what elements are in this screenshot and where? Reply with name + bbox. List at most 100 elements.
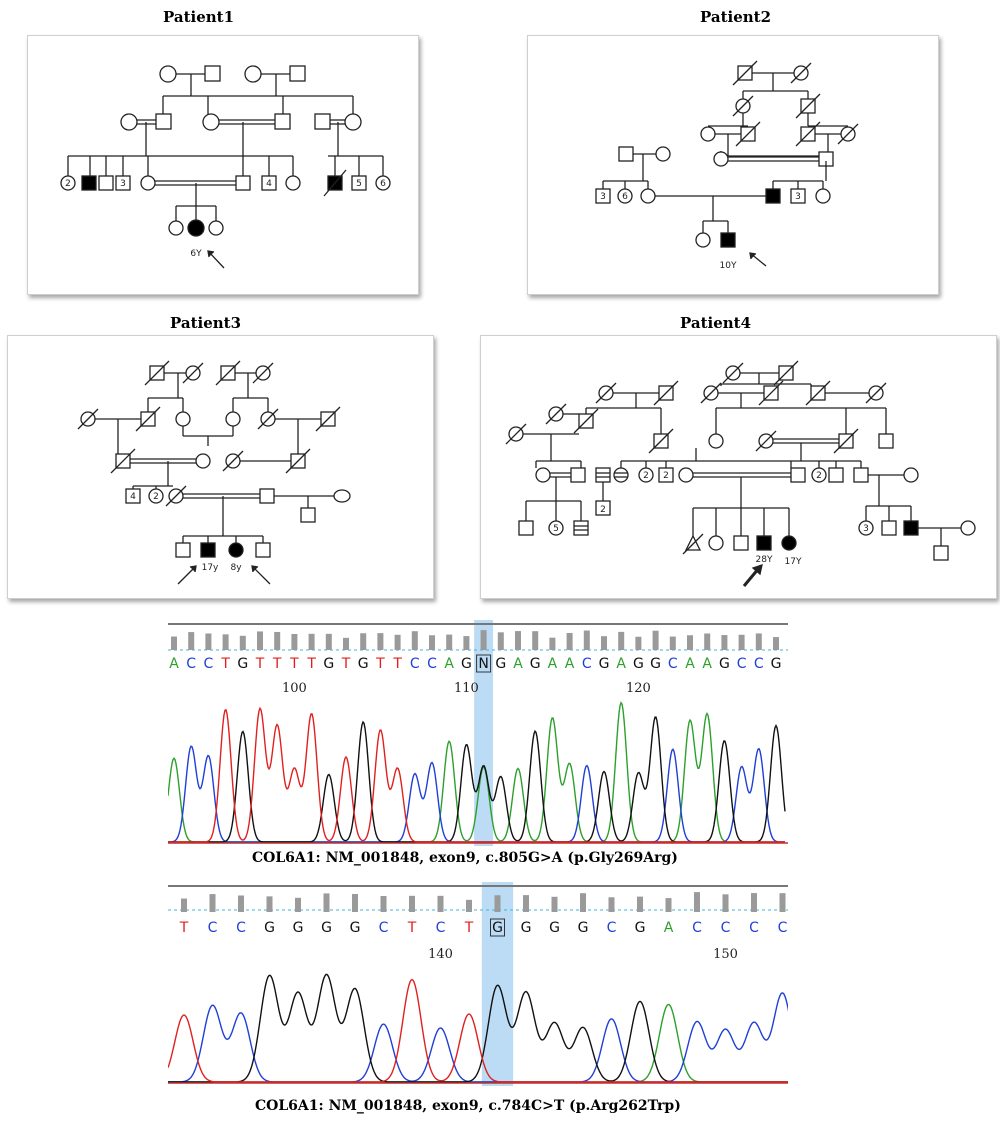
chromatogram-1-quality-bar — [274, 631, 281, 650]
svg-text:2: 2 — [663, 471, 669, 481]
chromatogram-1-base-call: G — [771, 656, 782, 672]
chromatogram-2-quality-bar — [352, 893, 358, 912]
chromatogram-1-quality-bar — [601, 636, 607, 650]
chromatogram-1-base-call: C — [737, 656, 747, 672]
chromatogram-1-base-call: A — [548, 656, 558, 672]
chromatogram-1-position-label: 100 — [282, 681, 307, 696]
chromatogram-2-quality-bar — [722, 894, 729, 912]
patient4-age-label-2: 17Y — [785, 557, 802, 567]
chromatogram-2-base-call: G — [549, 920, 560, 936]
patient4-title: Patient4 — [680, 314, 752, 332]
chromatogram-1-quality-bar — [463, 636, 470, 650]
chromatogram-2-base-call: C — [436, 920, 446, 936]
chromatogram-1-base-call: A — [169, 656, 179, 672]
chromatogram-1-base-call: T — [392, 656, 402, 672]
chromatogram-1-quality-bar — [652, 630, 659, 650]
chromatogram-2-base-call: C — [379, 920, 389, 936]
chromatogram-2-base-call: A — [664, 920, 674, 936]
chromatogram-2-quality-bar — [608, 897, 615, 912]
chromatogram-2-base-call: G — [350, 920, 361, 936]
chromatogram-1-position-label: 120 — [626, 681, 651, 696]
chromatogram-2-base-call: G — [578, 920, 589, 936]
svg-text:2: 2 — [600, 505, 606, 515]
chromatogram-2-base-call: G — [264, 920, 275, 936]
chromatogram-1-base-call: A — [685, 656, 695, 672]
chromatogram-1-base-call: C — [186, 656, 196, 672]
patient1-age-label: 6Y — [190, 249, 202, 259]
chromatogram-1-quality-bar — [549, 637, 556, 650]
chromatogram-1-quality-bar — [343, 637, 349, 650]
chromatogram-1-quality-bar — [205, 633, 212, 650]
chromatogram-1-base-call: A — [616, 656, 626, 672]
svg-text:2: 2 — [816, 471, 822, 481]
chromatogram-1-quality-bar — [583, 630, 590, 650]
chromatogram-1-base-call: T — [255, 656, 265, 672]
chromatogram-1-quality-bar — [669, 636, 676, 650]
chromatogram-2-highlight-box — [490, 918, 505, 937]
chromatogram-2-quality-bar — [637, 896, 643, 912]
chromatogram-2-quality-bar — [181, 898, 187, 912]
chromatogram-2-base-call: C — [778, 920, 788, 936]
chromatogram-1-base-call: G — [599, 656, 610, 672]
chromatogram-2-highlight-band — [481, 882, 514, 1086]
chromatogram-2-quality-bar — [494, 895, 501, 912]
chromatogram-1-base-call: C — [204, 656, 214, 672]
patient2-age-label: 10Y — [720, 261, 737, 271]
chromatogram-2-position-label: 150 — [713, 947, 738, 962]
svg-text:2: 2 — [65, 179, 71, 189]
chromatogram-2-base-call: C — [692, 920, 702, 936]
svg-text:5: 5 — [553, 524, 559, 534]
chromatogram-2-trace-T — [167, 978, 797, 1083]
svg-text:3: 3 — [120, 179, 126, 189]
chromatogram-1-base-call: C — [582, 656, 592, 672]
patient2-title: Patient2 — [700, 8, 772, 26]
chromatogram-1-base-call: G — [530, 656, 541, 672]
chromatogram-1-quality-bar — [566, 632, 573, 650]
svg-text:2: 2 — [153, 492, 159, 502]
svg-text:6: 6 — [622, 192, 628, 202]
patient3-age-label-1: 17y — [202, 563, 219, 573]
chromatogram-2-quality-bar — [266, 896, 273, 912]
chromatogram-2-quality-bar — [380, 895, 387, 912]
chromatogram-1-base-call: T — [272, 656, 282, 672]
chromatogram-1-caption: COL6A1: NM_001848, exon9, c.805G>A (p.Gl… — [252, 850, 678, 866]
chromatogram-1-position-label: 110 — [454, 681, 479, 696]
chromatogram-2-base-call: T — [179, 920, 189, 936]
chromatogram-1-base-call: A — [702, 656, 712, 672]
chromatogram-2-quality-bar — [295, 897, 301, 912]
chromatogram-2-base-call: T — [464, 920, 474, 936]
chromatogram-2-quality-bar — [779, 893, 786, 912]
svg-text:4: 4 — [130, 492, 136, 502]
chromatogram-1-quality-bar — [635, 636, 642, 650]
svg-text:6: 6 — [380, 179, 386, 189]
chromatogram-2-base-call: G — [321, 920, 332, 936]
chromatogram-2-quality-bar — [523, 895, 529, 912]
chromatogram-1-quality-bar — [738, 634, 745, 650]
chromatogram-1-base-call: A — [513, 656, 523, 672]
chromatogram-1-quality-bar — [411, 631, 418, 650]
chromatogram-2-quality-bar — [209, 894, 216, 912]
chromatogram-1-base-call: C — [427, 656, 437, 672]
chromatogram-2-position-label: 140 — [428, 947, 453, 962]
chromatogram-2-quality-bar — [580, 893, 586, 912]
chromatogram-1-quality-bar — [291, 633, 298, 650]
chromatogram-1-quality-bar — [446, 634, 453, 650]
chromatogram-1-quality-bar — [532, 631, 539, 650]
chromatogram-1-base-call: G — [358, 656, 369, 672]
chromatogram-2-quality-bar — [466, 899, 472, 912]
chromatogram-1-base-call: T — [289, 656, 299, 672]
chromatogram-2-quality-bar — [238, 895, 244, 912]
chromatogram-1-highlight-box — [476, 654, 492, 673]
chromatogram-1-base-call: T — [220, 656, 230, 672]
chromatogram-1-base-call: T — [341, 656, 351, 672]
chromatogram-2-base-call: C — [208, 920, 218, 936]
chromatogram-1-base-call: G — [633, 656, 644, 672]
chromatogram-2-quality-bar — [551, 896, 558, 912]
